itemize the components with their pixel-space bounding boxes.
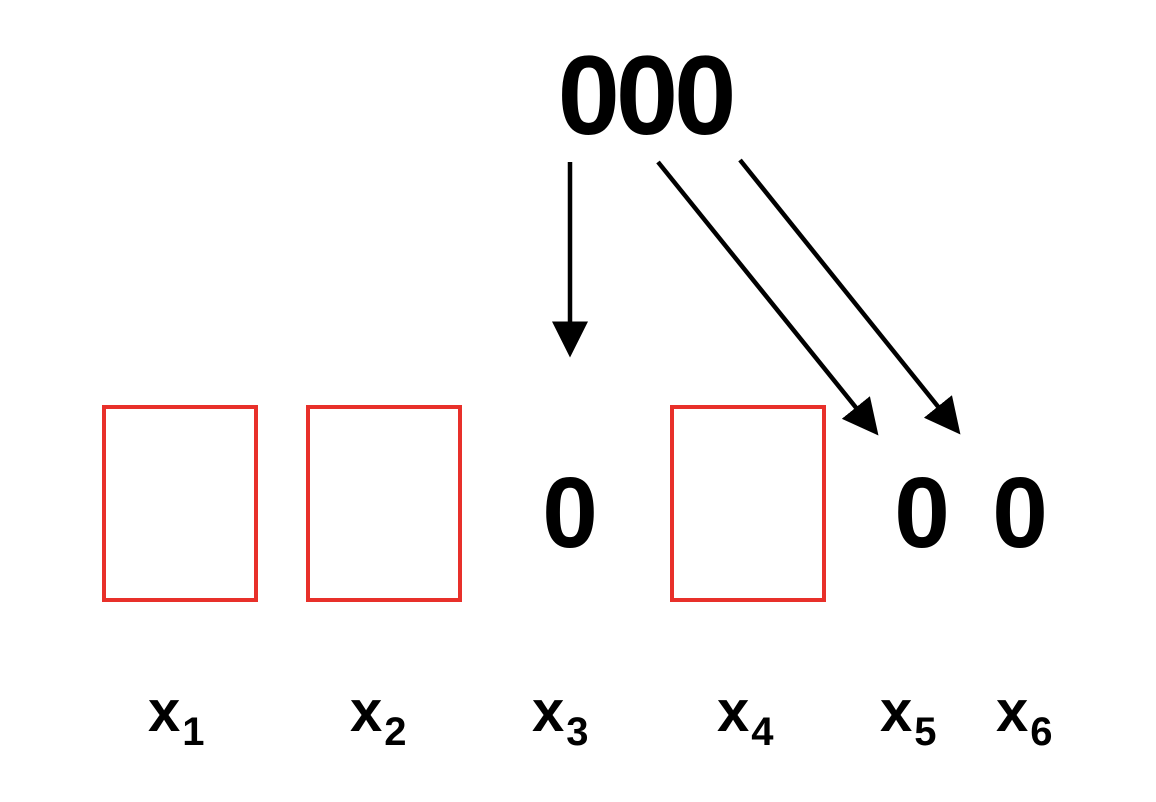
label-x5: x5 [880,679,937,755]
source-code: 000 [557,33,737,158]
label-x3: x3 [532,679,589,755]
slot-x5-digit: 0 [894,457,950,569]
slot-x1-empty-box [102,405,258,602]
arrow-to-x6 [738,158,961,435]
label-x6: x6 [996,679,1053,755]
arrow-to-x5 [656,160,879,436]
slot-x3-digit: 0 [542,457,598,569]
label-x2: x2 [350,679,407,755]
label-x4: x4 [717,679,774,755]
label-x1: x1 [148,679,205,755]
slot-x4-empty-box [670,405,826,602]
slot-x2-empty-box [306,405,462,602]
slot-x6-digit: 0 [992,457,1048,569]
